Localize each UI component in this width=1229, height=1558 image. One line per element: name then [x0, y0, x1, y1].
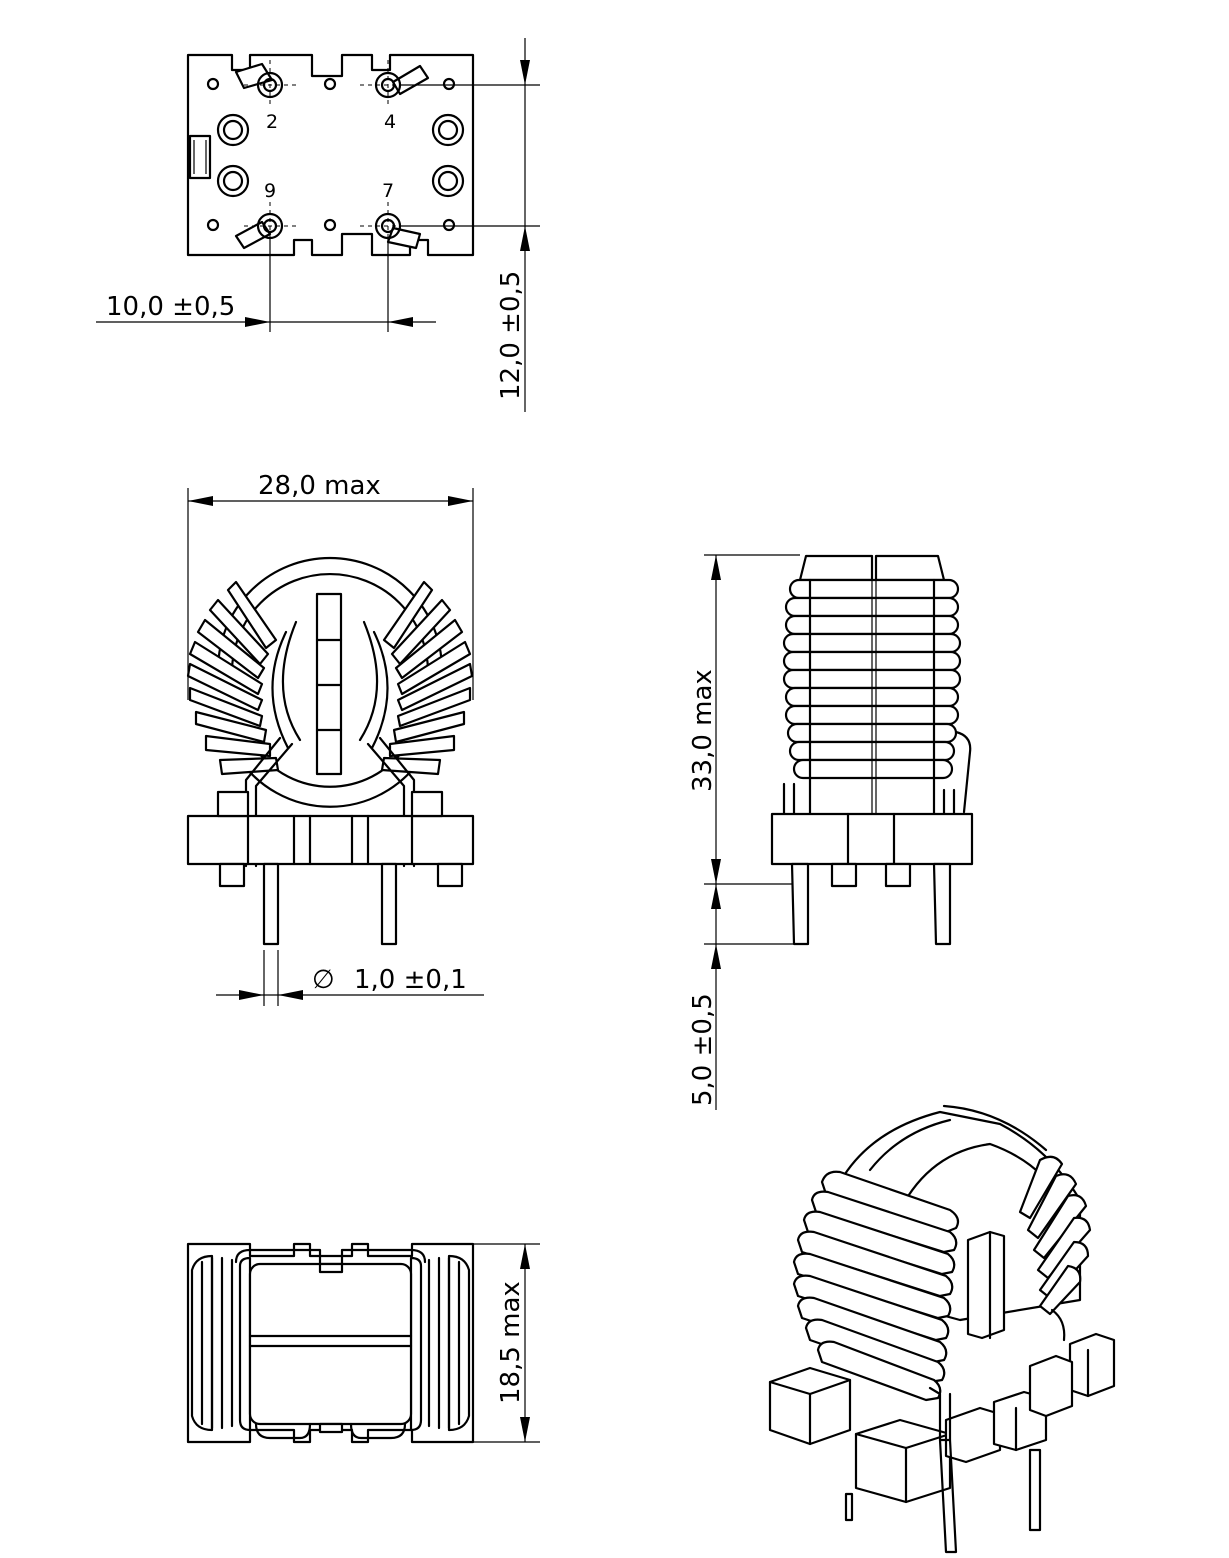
- small-hole: [323, 77, 337, 91]
- dim-pin-length: 5,0 ±0,5: [688, 993, 718, 1106]
- front-pin: [380, 862, 398, 946]
- iso-winding-right: [1018, 1155, 1092, 1316]
- plan-view: 18,5 max: [186, 1242, 540, 1444]
- dim-height: 33,0 max: [688, 669, 718, 792]
- pin-label-4: 4: [384, 111, 396, 133]
- side-pin: [932, 862, 952, 946]
- side-tab: [188, 134, 212, 180]
- large-hole: [216, 164, 250, 198]
- top-view-base-outline: [186, 53, 475, 257]
- foot: [436, 862, 464, 888]
- right-winding: [380, 580, 474, 776]
- small-hole: [206, 77, 220, 91]
- foot: [830, 862, 858, 888]
- front-pin: [262, 862, 280, 946]
- top-view: 2 4 9 7 12,0 ±0,5 10,0 ±0,5: [96, 38, 540, 412]
- pin-label-7: 7: [382, 180, 394, 202]
- side-top-cap: [798, 554, 874, 582]
- left-winding: [186, 580, 280, 776]
- large-hole: [216, 113, 250, 147]
- iso-base-block: [854, 1418, 952, 1504]
- dim-pin-pitch-x: 10,0 ±0,5: [106, 292, 235, 322]
- dim-width: 28,0 max: [258, 471, 381, 501]
- plan-right-winding: [409, 1254, 471, 1432]
- dim-diameter-symbol: ∅: [312, 965, 335, 995]
- plan-core: [248, 1262, 413, 1426]
- front-base: [186, 814, 475, 866]
- side-view: 33,0 max 5,0 ±0,5: [688, 554, 974, 1110]
- dim-pin-diameter: 1,0 ±0,1: [354, 965, 467, 995]
- dim-pin-pitch-y: 12,0 ±0,5: [496, 271, 526, 400]
- foot: [218, 862, 246, 888]
- foot: [884, 862, 912, 888]
- large-hole: [431, 164, 465, 198]
- isometric-view: [768, 1104, 1116, 1554]
- wire-lead: [391, 64, 430, 96]
- small-hole: [323, 218, 337, 232]
- large-hole: [431, 113, 465, 147]
- side-winding-stack: [782, 578, 962, 780]
- iso-pin: [938, 1438, 958, 1554]
- side-pin: [790, 862, 810, 946]
- small-hole: [206, 218, 220, 232]
- small-hole: [442, 77, 456, 91]
- dim-depth: 18,5 max: [496, 1281, 526, 1404]
- front-view: 28,0 max: [186, 471, 484, 1006]
- pin-2-pad: [256, 71, 284, 99]
- iso-winding: [792, 1170, 960, 1402]
- side-base: [770, 812, 974, 866]
- iso-base-block: [1068, 1332, 1116, 1398]
- pin-label-9: 9: [264, 180, 276, 202]
- pin-label-2: 2: [266, 111, 278, 133]
- wire-lead: [234, 62, 274, 90]
- small-hole: [442, 218, 456, 232]
- plan-left-winding: [190, 1254, 252, 1432]
- iso-pin: [1028, 1448, 1042, 1532]
